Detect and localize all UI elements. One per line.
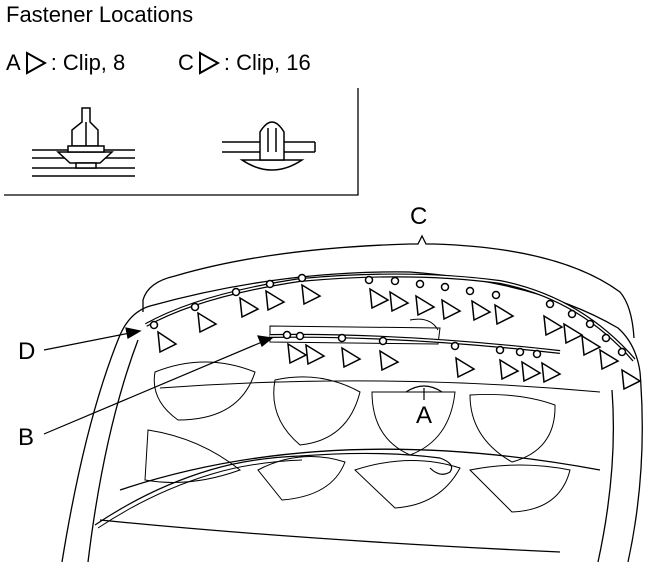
callout-label-a: A <box>416 402 433 429</box>
clip-markers-c <box>149 273 642 391</box>
clip-a-marker <box>455 356 476 379</box>
clip-c-point <box>617 347 627 357</box>
legend-box-frame <box>4 88 359 196</box>
callout-label-c: C <box>410 203 428 230</box>
legend-item-c: C : Clip, 16 <box>178 50 311 76</box>
clip-c-marker <box>265 289 286 312</box>
clip-a-point <box>295 331 305 341</box>
clip-c-point <box>440 282 450 292</box>
legend-text-c: : Clip, 16 <box>223 50 311 75</box>
wire-harness-secondary <box>97 459 303 529</box>
clip-c-marker <box>197 311 218 334</box>
clip-c-marker <box>441 298 462 321</box>
inner-frame <box>144 318 601 513</box>
clip-a-marker <box>305 343 326 366</box>
clip-a-point <box>282 330 292 340</box>
legend-text-a: : Clip, 8 <box>50 50 126 75</box>
leader-brace-a <box>405 385 443 393</box>
clip-a-point <box>495 345 505 355</box>
legend-item-a: A : Clip, 8 <box>6 50 125 76</box>
clip-c-marker <box>621 368 642 391</box>
leader-line-b <box>43 341 263 435</box>
callout-label-b: B <box>18 424 35 451</box>
clip-c-marker <box>471 299 492 322</box>
clip-c-marker <box>415 294 436 317</box>
clip-a-point <box>450 341 460 351</box>
weatherstrip-c <box>145 273 636 362</box>
clip-c-point <box>149 320 159 330</box>
clip-a-point <box>378 336 388 346</box>
clip-c-point <box>465 286 475 296</box>
hood-outline <box>61 271 643 563</box>
clip-a-point <box>532 349 542 359</box>
clip-a-marker <box>341 346 362 369</box>
clip-a-point <box>337 333 347 343</box>
clip-c-marker <box>301 283 322 306</box>
clip-c-marker <box>599 348 620 371</box>
clip-c-marker <box>543 314 564 337</box>
callout-brace-c <box>142 234 635 339</box>
clip-c-marker <box>563 322 584 345</box>
diagram-title: Fastener Locations <box>6 2 194 27</box>
clip-c-marker <box>494 303 515 326</box>
clip-a-marker <box>541 361 562 384</box>
clip-a-marker <box>521 360 542 383</box>
clip-a-marker <box>379 349 400 372</box>
clip-c-point <box>491 290 501 300</box>
clip-markers-a <box>282 330 562 384</box>
clip-a-marker <box>499 358 520 381</box>
legend-letter-c: C <box>178 50 194 75</box>
clip-marker-icon <box>25 51 47 75</box>
clip-c-point <box>415 279 425 289</box>
clip-c-marker <box>581 334 602 357</box>
clip-c-point <box>585 319 595 329</box>
clip-c-marker <box>369 287 390 310</box>
clip-c-point <box>364 275 374 285</box>
clip-marker-icon <box>198 51 220 75</box>
clip-a-point <box>515 347 525 357</box>
clip-c-point <box>601 333 611 343</box>
leader-lines <box>43 327 443 435</box>
clip-c-point <box>265 279 275 289</box>
legend-letter-a: A <box>6 50 21 75</box>
clip-c-point <box>390 276 400 286</box>
clip-a-illustration <box>32 107 135 177</box>
clip-c-marker <box>239 296 260 319</box>
clip-c-marker <box>157 330 178 354</box>
clip-c-point <box>190 302 200 312</box>
clip-c-point <box>231 287 241 297</box>
leader-line-d <box>43 332 131 351</box>
wire-harness <box>94 452 453 526</box>
clip-a-marker <box>287 342 308 365</box>
clip-c-point <box>545 299 555 309</box>
clip-c-marker <box>389 290 410 313</box>
clip-c-point <box>567 309 577 319</box>
leader-arrow-b <box>257 335 274 347</box>
leader-arrow-d <box>125 327 142 339</box>
clip-c-point <box>297 273 307 283</box>
clip-c-illustration <box>222 121 316 171</box>
callout-label-d: D <box>18 338 36 365</box>
